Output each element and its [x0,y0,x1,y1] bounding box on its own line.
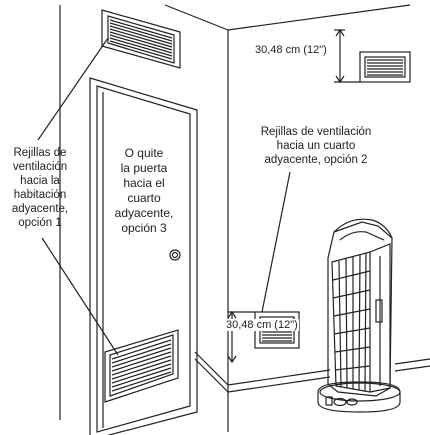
door [89,77,198,435]
vent-upper-right [359,51,411,83]
label-line: hacia el [123,176,165,190]
label-line: adyacente, [114,206,174,220]
label-vent-option-2: Rejillas de ventilación hacia un cuarto … [236,125,396,167]
label-line: habitación [13,189,67,201]
label-line: adyacente, [11,203,69,215]
label-line: hacia la [20,175,60,187]
measure-top [334,28,360,84]
measurement-top: 30,48 cm (12") [255,44,327,56]
label-vent-option-1: Rejillas de ventilación hacia la habitac… [0,146,80,230]
label-line: Rejillas de ventilación [260,126,372,138]
label-door-option-3: O quite la puerta hacia el cuarto adyace… [108,146,180,236]
label-line: opción 1 [18,217,62,229]
label-line: adyacente, opción 2 [264,154,368,166]
label-line: Rejillas de [13,147,67,159]
measurement-bottom: 30,48 cm (12") [225,319,299,331]
label-line: cuarto [127,191,161,205]
vent-upper-left [101,9,181,69]
label-line: la puerta [120,161,168,175]
label-line: ventilación [12,161,68,173]
label-line: opción 3 [121,221,167,235]
leader-lines [37,37,291,356]
room-outline [59,4,430,432]
label-line: O quite [124,146,164,160]
air-purifier [317,218,401,413]
door-vent [104,329,179,403]
label-line: hacia un cuarto [276,140,356,152]
